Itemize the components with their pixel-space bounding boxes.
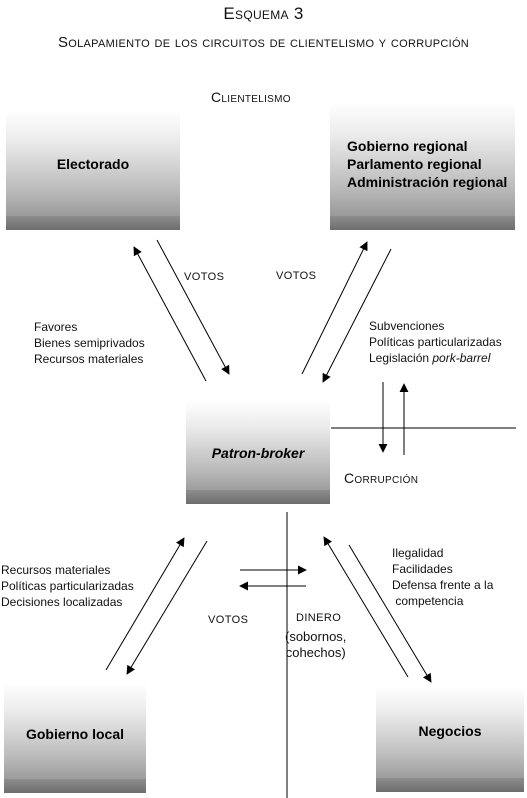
list-item: Políticas particularizadas (1, 579, 134, 593)
arrow-to-broker-from-negocios (323, 536, 409, 678)
diagram-title: Solapamiento de los circuitos de cliente… (57, 34, 470, 51)
corruption-label: Corrupción (344, 470, 419, 486)
list-item: Políticas particularizadas (369, 335, 502, 349)
votos-label-electorado: VOTOS (184, 271, 225, 283)
gobierno-regional-box: Gobierno regional Parlamento regional Ad… (330, 102, 515, 230)
dinero-label: DINERO (296, 612, 342, 624)
list-item: Recursos materiales (1, 563, 111, 577)
arrow-to-local (126, 540, 208, 675)
patron-broker-label: Patron-broker (211, 445, 305, 461)
arrow-to-electorado (133, 246, 207, 382)
patron-broker-box: Patron-broker (186, 400, 330, 504)
electorado-exchange-list: Favores Bienes semiprivados Recursos mat… (34, 319, 145, 367)
list-item: Facilidades (392, 562, 453, 576)
gobierno-regional-labels: Gobierno regional Parlamento regional Ad… (347, 137, 507, 191)
list-item: Decisiones localizadas (1, 595, 123, 609)
votos-label-regional: VOTOS (276, 270, 317, 282)
gobierno-regional-label: Gobierno regional (347, 138, 468, 154)
clientelism-label: Clientelismo (211, 89, 291, 105)
electorado-label: Electorado (56, 156, 130, 172)
local-exchange-list: Recursos materiales Políticas particular… (1, 562, 134, 610)
administracion-regional-label: Administración regional (347, 174, 508, 190)
gobierno-local-label: Gobierno local (25, 726, 124, 742)
legislacion-text: Legislación (369, 351, 433, 365)
parlamento-regional-label: Parlamento regional (347, 156, 482, 172)
gobierno-local-box: Gobierno local (4, 683, 146, 793)
negocios-box: Negocios (376, 686, 524, 792)
dinero-detail-line-1: (sobornos, (285, 629, 347, 644)
list-item: Defensa frente a la (392, 578, 494, 592)
pork-barrel-text: pork-barrel (432, 351, 491, 365)
list-item: Bienes semiprivados (34, 336, 145, 350)
list-item: Subvenciones (369, 319, 445, 333)
arrow-to-negocios (348, 544, 432, 683)
arrow-to-broker-from-local (105, 537, 185, 671)
arrow-to-broker-from-regional (322, 248, 392, 383)
negocios-label: Negocios (418, 723, 482, 739)
list-item-legislacion: Legislación pork-barrel (369, 350, 502, 366)
electorado-box: Electorado (6, 110, 180, 230)
dinero-detail-line-2: cohechos) (285, 645, 346, 660)
dinero-detail: (sobornos, cohechos) (285, 629, 346, 661)
list-item: Favores (34, 320, 78, 334)
regional-exchange-list: Subvenciones Políticas particularizadas … (369, 318, 502, 366)
votos-label-local: VOTOS (208, 614, 249, 626)
list-item: competencia (392, 594, 464, 608)
arrow-to-regional (301, 241, 368, 375)
negocios-exchange-list: Ilegalidad Facilidades Defensa frente a … (392, 545, 493, 609)
list-item: Recursos materiales (34, 352, 144, 366)
scheme-number: Esquema 3 (223, 4, 304, 23)
arrow-to-broker-from-electorado (156, 239, 230, 375)
list-item: Ilegalidad (392, 546, 444, 560)
